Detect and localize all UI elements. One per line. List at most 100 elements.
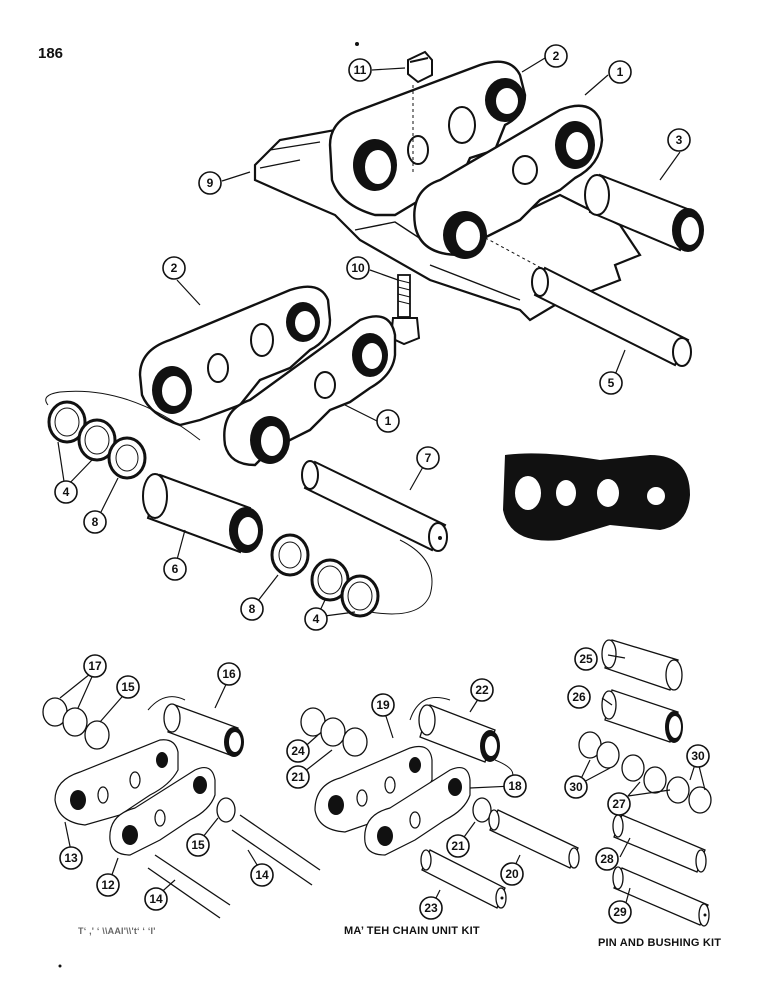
callout-9: 9 xyxy=(198,171,222,195)
seal-icon xyxy=(47,400,147,480)
svg-text:2: 2 xyxy=(553,49,560,63)
svg-text:10: 10 xyxy=(351,261,365,275)
svg-text:21: 21 xyxy=(291,770,305,784)
link-icon xyxy=(109,767,216,856)
svg-text:2: 2 xyxy=(171,261,178,275)
callout-1-top: 1 xyxy=(608,60,632,84)
callout-16: 16 xyxy=(217,662,241,686)
svg-text:5: 5 xyxy=(608,376,615,390)
svg-text:14: 14 xyxy=(255,868,269,882)
link-icon xyxy=(328,60,527,217)
bushing-icon xyxy=(418,704,500,763)
callout-23: 23 xyxy=(419,896,443,920)
svg-text:3: 3 xyxy=(676,133,683,147)
link-icon xyxy=(364,767,471,856)
seal-icon xyxy=(270,533,380,618)
svg-text:12: 12 xyxy=(101,878,115,892)
svg-text:21: 21 xyxy=(451,839,465,853)
callout-12: 12 xyxy=(96,873,120,897)
callout-30-left: 30 xyxy=(564,775,588,799)
callout-11: 11 xyxy=(348,58,372,82)
callout-3: 3 xyxy=(667,128,691,152)
svg-text:8: 8 xyxy=(249,602,256,616)
callouts: 11 2 1 3 9 10 2 5 1 7 4 8 6 8 4 17 15 16… xyxy=(54,44,710,924)
seal-icon xyxy=(578,731,712,814)
callout-1-mid: 1 xyxy=(376,409,400,433)
svg-text:28: 28 xyxy=(600,852,614,866)
link-icon xyxy=(138,285,332,427)
bushing-icon xyxy=(142,473,263,554)
svg-text:18: 18 xyxy=(508,779,522,793)
callout-27: 27 xyxy=(607,792,631,816)
svg-text:24: 24 xyxy=(291,744,305,758)
kit-label-left: T‘ ,' ‘ \\AAI'\\'t‘ ‘ ‘I' xyxy=(78,926,156,936)
callout-29: 29 xyxy=(608,900,632,924)
callout-26: 26 xyxy=(567,685,591,709)
svg-text:4: 4 xyxy=(313,612,320,626)
callout-25: 25 xyxy=(574,647,598,671)
seal-icon xyxy=(216,797,236,823)
pin-icon xyxy=(147,814,321,919)
link-icon xyxy=(223,315,397,467)
svg-text:15: 15 xyxy=(121,680,135,694)
seal-icon xyxy=(300,707,368,757)
callout-20: 20 xyxy=(500,862,524,886)
callout-2-top: 2 xyxy=(544,44,568,68)
svg-text:9: 9 xyxy=(207,176,214,190)
pin-icon xyxy=(612,866,710,927)
link-icon xyxy=(413,104,604,259)
pin-icon xyxy=(531,266,692,367)
bolt-icon xyxy=(389,274,421,346)
svg-text:1: 1 xyxy=(617,65,624,79)
callout-2-mid: 2 xyxy=(162,256,186,280)
kit-label-middle: MA’ TEH CHAIN UNIT KIT xyxy=(344,925,480,937)
svg-text:29: 29 xyxy=(613,905,627,919)
svg-text:30: 30 xyxy=(691,749,705,763)
svg-text:1: 1 xyxy=(385,414,392,428)
callout-18: 18 xyxy=(503,774,527,798)
pin-icon xyxy=(420,849,507,909)
pin-icon xyxy=(488,809,580,869)
svg-text:8: 8 xyxy=(92,515,99,529)
callout-7: 7 xyxy=(416,446,440,470)
bushing-icon xyxy=(601,639,683,691)
svg-text:22: 22 xyxy=(475,683,489,697)
link-icon xyxy=(54,739,179,826)
svg-text:15: 15 xyxy=(191,838,205,852)
svg-text:17: 17 xyxy=(88,659,102,673)
callout-5: 5 xyxy=(599,371,623,395)
callout-13: 13 xyxy=(59,846,83,870)
svg-text:26: 26 xyxy=(572,690,586,704)
callout-4-left: 4 xyxy=(54,480,78,504)
callout-24: 24 xyxy=(286,739,310,763)
bushing-icon xyxy=(584,173,704,252)
seal-icon xyxy=(472,797,492,823)
callout-4-right: 4 xyxy=(304,607,328,631)
section-icon xyxy=(503,453,690,541)
svg-text:25: 25 xyxy=(579,652,593,666)
callout-28: 28 xyxy=(595,847,619,871)
svg-text:14: 14 xyxy=(149,892,163,906)
svg-text:11: 11 xyxy=(354,63,367,77)
svg-text:27: 27 xyxy=(612,797,626,811)
callout-15-bottom: 15 xyxy=(186,833,210,857)
callout-30-right: 30 xyxy=(686,744,710,768)
callout-14-left: 14 xyxy=(144,887,168,911)
svg-text:6: 6 xyxy=(172,562,179,576)
page-number: 186 xyxy=(38,45,63,62)
callout-14-right: 14 xyxy=(250,863,274,887)
callout-19: 19 xyxy=(371,693,395,717)
callout-21-top: 21 xyxy=(286,765,310,789)
svg-text:4: 4 xyxy=(63,485,70,499)
ink-dot xyxy=(355,42,359,46)
svg-text:13: 13 xyxy=(64,851,78,865)
pin-icon xyxy=(612,814,707,873)
callout-15-top: 15 xyxy=(116,675,140,699)
svg-text:7: 7 xyxy=(425,451,432,465)
callout-6: 6 xyxy=(163,557,187,581)
link-icon xyxy=(314,745,433,833)
callout-22: 22 xyxy=(470,678,494,702)
ink-dot xyxy=(58,964,62,968)
svg-text:23: 23 xyxy=(424,901,438,915)
